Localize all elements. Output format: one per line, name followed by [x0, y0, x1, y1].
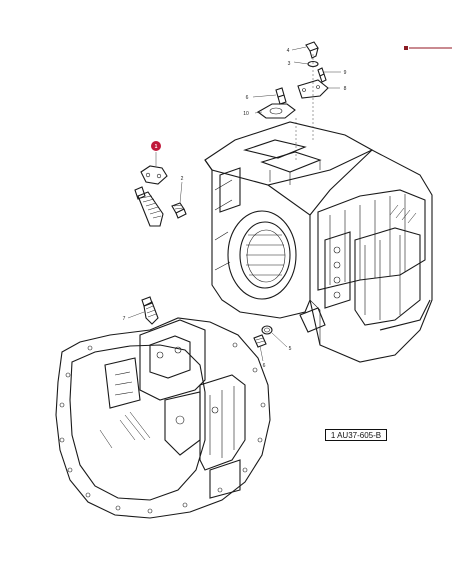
callout-1-highlight[interactable] [151, 141, 161, 151]
callout-4-label: 4 [287, 48, 290, 54]
callout-6b-label: 6 [263, 363, 266, 369]
cover-plate-assembly [257, 41, 329, 160]
callout-9-label: 9 [344, 70, 347, 76]
marker-square-icon [404, 45, 408, 50]
callout-labels: 1 2 3 4 5 6 7 8 9 10 6 [123, 48, 347, 369]
diagram-reference-code: 1 AU37-605-B [325, 429, 387, 441]
marker-line [409, 46, 452, 49]
callout-8-label: 8 [344, 86, 347, 92]
callout-6-label: 6 [246, 95, 249, 101]
leader-lines [127, 46, 341, 362]
page-marker [404, 45, 452, 50]
part-2-plug [171, 202, 187, 219]
parts-5-6-plug-seal [253, 325, 273, 348]
flange-bolt-holes [59, 342, 266, 514]
part-1-sensor [134, 165, 168, 227]
callout-1-label: 1 [155, 144, 158, 150]
callout-5-label: 5 [289, 346, 292, 352]
front-transmission-housing [55, 317, 271, 519]
rear-transmission-housing [204, 121, 433, 363]
callout-2-label: 2 [181, 176, 184, 182]
callout-10-label: 10 [243, 111, 249, 117]
callout-7-label: 7 [123, 316, 126, 322]
callout-3-label: 3 [288, 61, 291, 67]
part-7-sensor [141, 296, 159, 325]
